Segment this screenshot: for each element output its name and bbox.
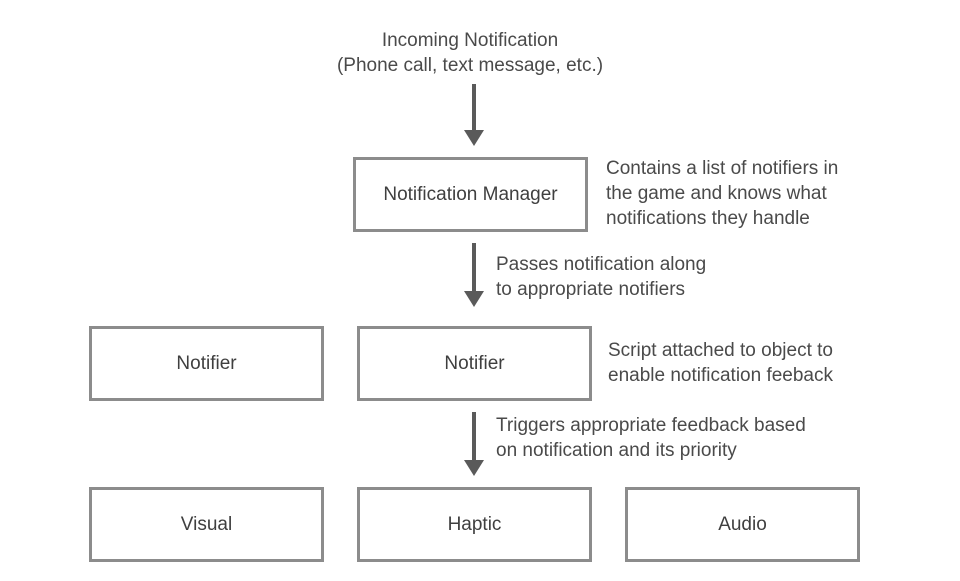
notifier-note-line-2: enable notification feeback: [608, 365, 833, 386]
notifier-left-label: Notifier: [176, 352, 237, 374]
notification-manager-box: Notification Manager: [353, 157, 588, 232]
manager-note-line-2: the game and knows what: [606, 183, 827, 204]
pass-notification-note: Passes notification along to appropriate…: [496, 252, 706, 302]
incoming-notification-title: Incoming Notification: [381, 30, 559, 51]
incoming-notification-examples: (Phone call, text message, etc.): [336, 55, 604, 76]
notifier-note-line-1: Script attached to object to: [608, 340, 833, 361]
notification-manager-label: Notification Manager: [383, 183, 558, 205]
visual-label: Visual: [180, 513, 233, 535]
audio-feedback-box: Audio: [625, 487, 860, 562]
notifier-center-label: Notifier: [444, 352, 505, 374]
haptic-feedback-box: Haptic: [357, 487, 592, 562]
pass-note-line-1: Passes notification along: [496, 254, 707, 275]
notifier-box-left: Notifier: [89, 326, 324, 401]
haptic-label: Haptic: [447, 513, 502, 535]
arrow-notifier-to-feedback: [464, 412, 484, 476]
notifier-note: Script attached to object to enable noti…: [608, 338, 833, 388]
arrow-manager-to-notifier: [464, 243, 484, 307]
arrow-incoming-to-manager: [464, 84, 484, 146]
incoming-notification-label: Incoming Notification (Phone call, text …: [320, 28, 620, 78]
trigger-note-line-1: Triggers appropriate feedback based: [496, 415, 806, 436]
trigger-note-line-2: on notification and its priority: [496, 440, 737, 461]
audio-label: Audio: [718, 513, 767, 535]
trigger-feedback-note: Triggers appropriate feedback based on n…: [496, 413, 806, 463]
notification-manager-note: Contains a list of notifiers in the game…: [606, 156, 838, 231]
manager-note-line-1: Contains a list of notifiers in: [606, 158, 839, 179]
notifier-box-center: Notifier: [357, 326, 592, 401]
visual-feedback-box: Visual: [89, 487, 324, 562]
pass-note-line-2: to appropriate notifiers: [496, 279, 686, 300]
manager-note-line-3: notifications they handle: [606, 208, 810, 229]
